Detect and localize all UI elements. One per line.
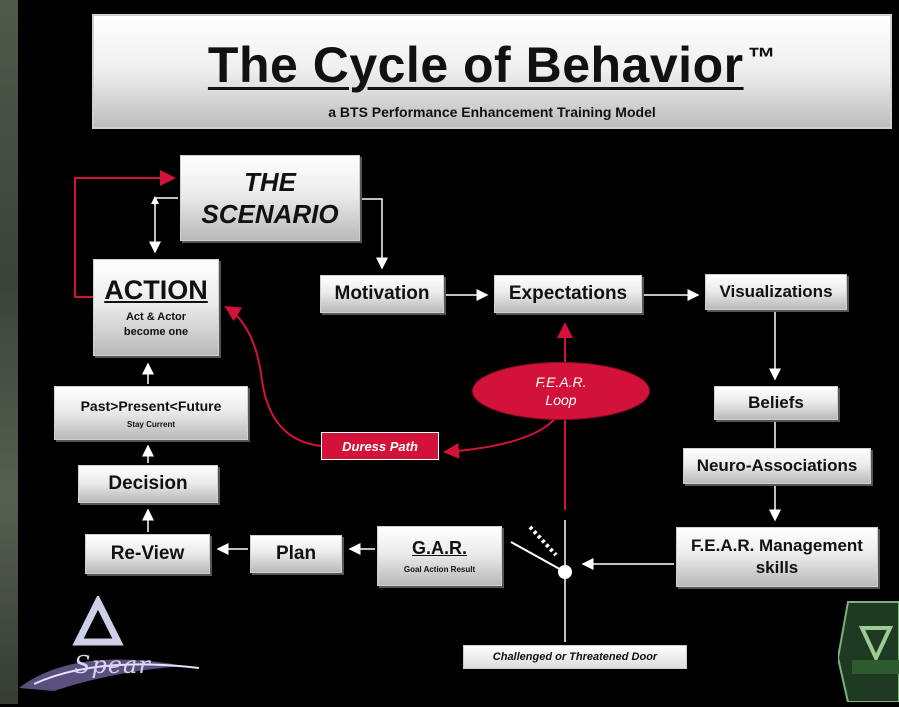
node-the-scenario: THE SCENARIO <box>180 155 360 241</box>
expectations-label: Expectations <box>508 283 628 304</box>
node-plan: Plan <box>250 535 342 573</box>
scenario-line1: THE <box>244 167 296 197</box>
node-past-present-future: Past>Present<Future Stay Current <box>54 386 248 440</box>
title-text: The Cycle of Behavior <box>207 37 744 93</box>
duress-label: Duress Path <box>342 438 418 454</box>
node-expectations: Expectations <box>494 275 642 313</box>
scenario-line2: SCENARIO <box>201 199 339 229</box>
trademark-symbol: ™ <box>747 42 777 73</box>
node-decision: Decision <box>78 465 218 503</box>
scenario-to-motivation <box>361 198 388 270</box>
gar-heading: G.A.R. <box>411 538 467 558</box>
neuro-label: Neuro-Associations <box>696 456 858 475</box>
node-fear-loop: F.E.A.R. Loop <box>472 362 650 420</box>
gar-sub: Goal Action Result <box>403 565 476 574</box>
past-sub: Stay Current <box>126 419 175 429</box>
review-label: Re-View <box>110 543 185 564</box>
node-fear-management: F.E.A.R. Management skills <box>676 527 878 587</box>
node-action: ACTION Act & Actor become one <box>93 259 219 356</box>
node-motivation: Motivation <box>320 275 444 313</box>
duress-to-action <box>224 305 322 447</box>
spear-system-logo: Spear <box>14 594 214 696</box>
node-beliefs: Beliefs <box>714 386 838 420</box>
door-leaf <box>510 541 566 573</box>
spear-logo-text: Spear <box>74 651 151 679</box>
shield-icon <box>836 601 899 703</box>
fear-loop-line2: Loop <box>545 392 577 408</box>
background-texture-strip <box>0 0 18 704</box>
node-duress-path: Duress Path <box>321 432 439 460</box>
blauer-logo <box>836 598 899 703</box>
scenario-action-link <box>149 197 178 254</box>
node-neuro-associations: Neuro-Associations <box>683 448 871 484</box>
node-visualizations: Visualizations <box>705 274 847 310</box>
spear-triangle-icon <box>19 594 200 691</box>
fear-mgmt-line1: F.E.A.R. Management <box>691 536 863 555</box>
motivation-label: Motivation <box>334 283 430 304</box>
beliefs-label: Beliefs <box>748 393 804 412</box>
node-gar: G.A.R. Goal Action Result <box>377 526 502 586</box>
red-loop-arrow <box>74 170 176 298</box>
action-heading: ACTION <box>104 275 208 305</box>
page-subtitle: a BTS Performance Enhancement Training M… <box>328 104 656 120</box>
action-line2: become one <box>123 326 189 338</box>
node-challenged-door: Challenged or Threatened Door <box>463 645 687 669</box>
visualizations-label: Visualizations <box>719 282 833 301</box>
door-label: Challenged or Threatened Door <box>492 651 658 663</box>
fear-mgmt-line2: skills <box>755 558 799 577</box>
past-heading: Past>Present<Future <box>80 397 222 414</box>
node-review: Re-View <box>85 534 210 574</box>
fear-loop-line1: F.E.A.R. <box>535 374 587 390</box>
decision-label: Decision <box>108 473 188 494</box>
action-line1: Act & Actor <box>125 311 187 323</box>
plan-label: Plan <box>275 543 317 564</box>
